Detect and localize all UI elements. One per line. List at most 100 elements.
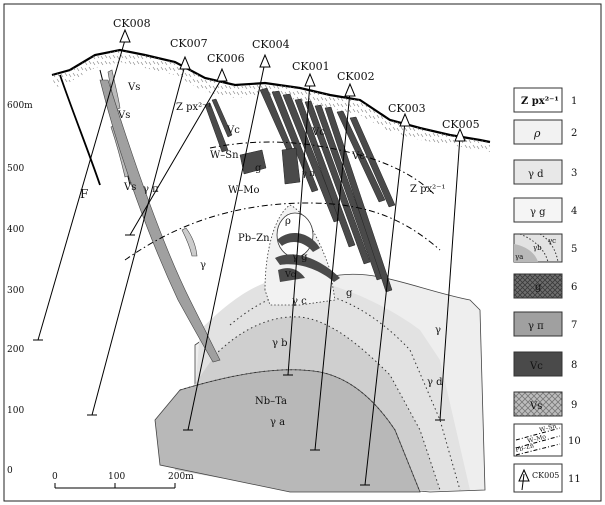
label-vc-2: Vc <box>311 127 325 138</box>
legend-num-2: 2 <box>571 128 577 139</box>
label-g-2: g <box>346 288 353 299</box>
elev-500: 500 <box>7 164 24 174</box>
legend-label-5c: γc <box>548 237 556 245</box>
vc-lens <box>278 268 305 282</box>
legend: Z px²⁻¹ 1 ρ 2 γ d 3 γ g 4 γa γb γc 5 g 6… <box>513 87 581 493</box>
legend-num-8: 8 <box>571 360 577 371</box>
borehole-label-ck008: CK008 <box>113 17 151 30</box>
borehole-label-ck002: CK002 <box>337 70 375 83</box>
label-vs-2: Vs <box>117 110 130 121</box>
g-lens-2 <box>275 254 340 282</box>
borehole-label-ck004: CK004 <box>252 38 290 51</box>
borehole-ck002-trace <box>314 91 351 451</box>
legend-swatch-7 <box>513 311 563 337</box>
label-gamma-a: γ a <box>270 417 285 428</box>
label-nb-ta: Nb–Ta <box>255 396 287 407</box>
borehole-ck001-trace <box>287 81 311 376</box>
elev-0: 0 <box>7 466 13 476</box>
surface-cover <box>52 50 490 152</box>
legend-num-1: 1 <box>571 96 577 107</box>
elev-100: 100 <box>7 406 24 416</box>
section-panel: CK008 CK007 CK006 CK004 CK001 CK002 CK00… <box>33 17 491 493</box>
g-lens <box>277 233 320 252</box>
borehole-label-ck001: CK001 <box>292 60 330 73</box>
gamma-pi-dike <box>99 79 221 363</box>
vc-dike <box>204 102 229 153</box>
label-rho: ρ <box>285 216 291 227</box>
boreholes <box>33 39 461 486</box>
label-pb-zn: Pb–Zn <box>238 233 270 244</box>
label-vc-4: Vc <box>284 270 296 279</box>
legend-swatch-6 <box>513 273 563 299</box>
vc-dike <box>271 90 319 193</box>
label-gamma-pi: γ π <box>143 184 159 195</box>
legend-label-5a: γa <box>515 253 523 261</box>
label-gamma-g: γ g <box>292 252 308 263</box>
legend-num-7: 7 <box>571 320 577 331</box>
label-fault: F <box>80 187 88 201</box>
borehole-ck006-trace <box>129 77 223 236</box>
elev-300: 300 <box>7 286 24 296</box>
legend-label-4: γ g <box>530 207 546 218</box>
legend-num-4: 4 <box>571 206 577 217</box>
vc-dike-swarm <box>204 87 396 293</box>
elev-400: 400 <box>7 225 24 235</box>
borehole-collars <box>119 28 466 142</box>
legend-num-11: 11 <box>568 474 581 485</box>
triangle-icon <box>119 28 131 43</box>
legend-num-9: 9 <box>571 400 577 411</box>
legend-num-10: 10 <box>568 436 581 447</box>
label-gamma-pi-small: γ π <box>302 169 315 178</box>
contact-gamma-c <box>229 291 461 491</box>
borehole-label-ck005: CK005 <box>442 118 480 131</box>
elev-600: 600m <box>7 101 33 111</box>
label-gamma-c: γ c <box>292 296 307 307</box>
label-gamma-1: γ <box>200 260 206 271</box>
triangle-icon <box>344 82 356 97</box>
contact-gamma-b <box>214 316 441 491</box>
legend-label-7: γ π <box>528 321 544 332</box>
legend-label-11: CK005 <box>532 471 559 480</box>
outer-border <box>3 3 602 502</box>
legend-swatch-2 <box>513 119 563 145</box>
legend-swatch-10 <box>513 423 563 457</box>
borehole-ck007-trace <box>91 64 186 416</box>
borehole-label-ck006: CK006 <box>207 52 245 65</box>
legend-num-3: 3 <box>571 168 577 179</box>
elevation-axis: 600m 500 400 300 200 100 0 <box>7 101 33 476</box>
label-vs-1: Vs <box>127 82 140 93</box>
legend-label-3: γ d <box>528 169 544 180</box>
scale-0: 0 <box>52 472 58 482</box>
fault-line <box>59 74 101 186</box>
borehole-label-ck007: CK007 <box>170 37 208 50</box>
label-zpx-2: Z px²⁻¹ <box>410 184 445 195</box>
borehole-ck003-trace <box>364 121 406 486</box>
legend-label-9: Vs <box>529 401 542 412</box>
vc-dike <box>336 110 386 203</box>
label-vc-1: Vc <box>226 125 240 136</box>
borehole-ck004-trace <box>187 61 266 431</box>
label-vs-3: Vs <box>123 182 136 193</box>
scale-100: 100 <box>108 472 125 482</box>
triangle-icon <box>304 72 316 87</box>
legend-label-10b: W–Mo <box>527 433 547 445</box>
legend-num-6: 6 <box>571 282 577 293</box>
triangle-icon <box>259 53 271 68</box>
legend-label-1: Z px²⁻¹ <box>521 96 559 107</box>
legend-label-6: g <box>535 282 542 293</box>
vc-dike <box>281 147 301 185</box>
legend-label-5b: γb <box>533 244 542 252</box>
scale-200: 200m <box>168 472 194 482</box>
legend-swatch-1 <box>513 87 563 113</box>
borehole-ck008-trace <box>37 39 126 341</box>
triangle-icon <box>399 112 411 127</box>
label-gamma-2: γ <box>435 325 441 336</box>
legend-label-10a: W–Sn <box>539 423 558 434</box>
legend-label-2: ρ <box>533 127 541 140</box>
triangle-icon <box>216 67 228 82</box>
gamma-pi-dike-2 <box>181 227 198 257</box>
label-g-1: g <box>255 163 262 174</box>
w-sn-boundary <box>209 141 436 196</box>
vc-dike <box>211 98 233 138</box>
